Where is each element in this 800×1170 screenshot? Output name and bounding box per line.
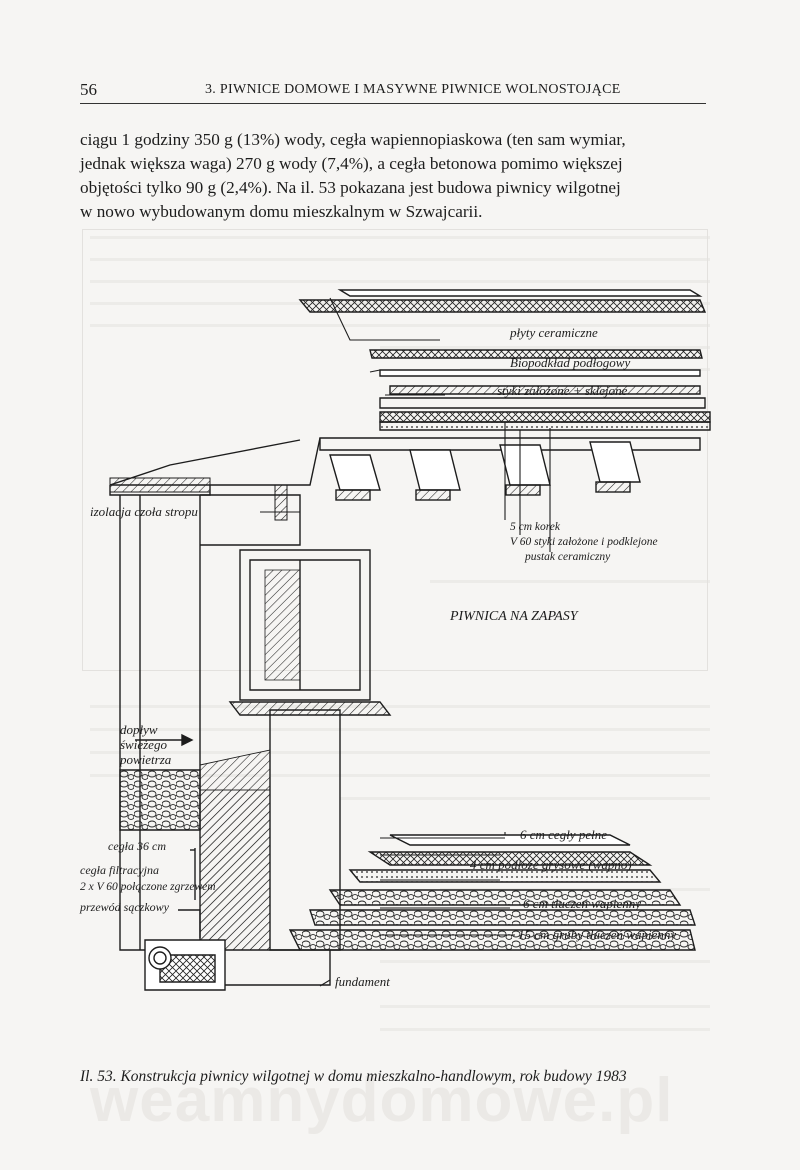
text-line: jednak większa waga) 270 g wody (7,4%), …	[80, 154, 623, 173]
running-title: 3. PIWNICE DOMOWE I MASYWNE PIWNICE WOLN…	[205, 82, 621, 97]
label-doplyw-2: świeżego	[120, 737, 167, 752]
header-rule	[80, 103, 706, 104]
label-cegly-pelne: 6 cm cegły pełne	[520, 827, 607, 842]
label-styki: styki założone + sklejone	[497, 383, 628, 398]
label-doplyw-1: dopływ	[120, 722, 158, 737]
label-cegla-filtr: cegła filtracyjna	[80, 863, 159, 877]
label-piwnica: PIWNICA NA ZAPASY	[449, 609, 580, 624]
label-izolacja: izolacja czoła stropu	[90, 504, 198, 519]
label-korek: 5 cm korek	[510, 521, 561, 533]
label-fundament: fundament	[335, 974, 390, 989]
watermark: weamnydomowe.pl	[90, 1066, 674, 1135]
label-podloze: 4 cm podłoże grysowe (wapno)	[470, 857, 632, 872]
label-plytki: płyty ceramiczne	[509, 325, 598, 340]
label-doplyw-3: powietrza	[119, 752, 172, 767]
text-line: objętości tylko 90 g (2,4%). Na il. 53 p…	[80, 178, 621, 197]
leader-lines	[260, 297, 551, 987]
label-przewod: przewód sączkowy	[79, 900, 170, 914]
floor-slab	[109, 289, 711, 521]
wall-section	[119, 494, 392, 991]
label-v60-zgrzew: 2 x V 60 połączone zgrzewem	[80, 881, 216, 893]
figure-caption: Il. 53. Konstrukcja piwnicy wilgotnej w …	[80, 1068, 627, 1085]
page-number: 56	[80, 80, 97, 99]
body-paragraph: ciągu 1 godziny 350 g (13%) wody, cegła …	[80, 128, 710, 224]
figure-labels: płyty ceramiczne Biopodkład podłogowy st…	[79, 325, 676, 989]
label-tluczen15: 15 cm gruby tłuczeń wapienny	[518, 927, 676, 942]
label-cegla36: cegła 36 cm	[108, 839, 166, 853]
text-line: w nowo wybudowanym domu mieszkalnym w Sz…	[80, 202, 483, 221]
label-biopodklad: Biopodkład podłogowy	[510, 355, 630, 370]
text-line: ciągu 1 godziny 350 g (13%) wody, cegła …	[80, 130, 626, 149]
label-tluczen6: 6 cm tłuczeń wapienny	[523, 896, 641, 911]
label-pustak: pustak ceramiczny	[524, 551, 611, 563]
label-v60: V 60 styki założone i podklejone	[510, 536, 658, 548]
construction-drawing: płyty ceramiczne Biopodkład podłogowy st…	[79, 289, 711, 991]
